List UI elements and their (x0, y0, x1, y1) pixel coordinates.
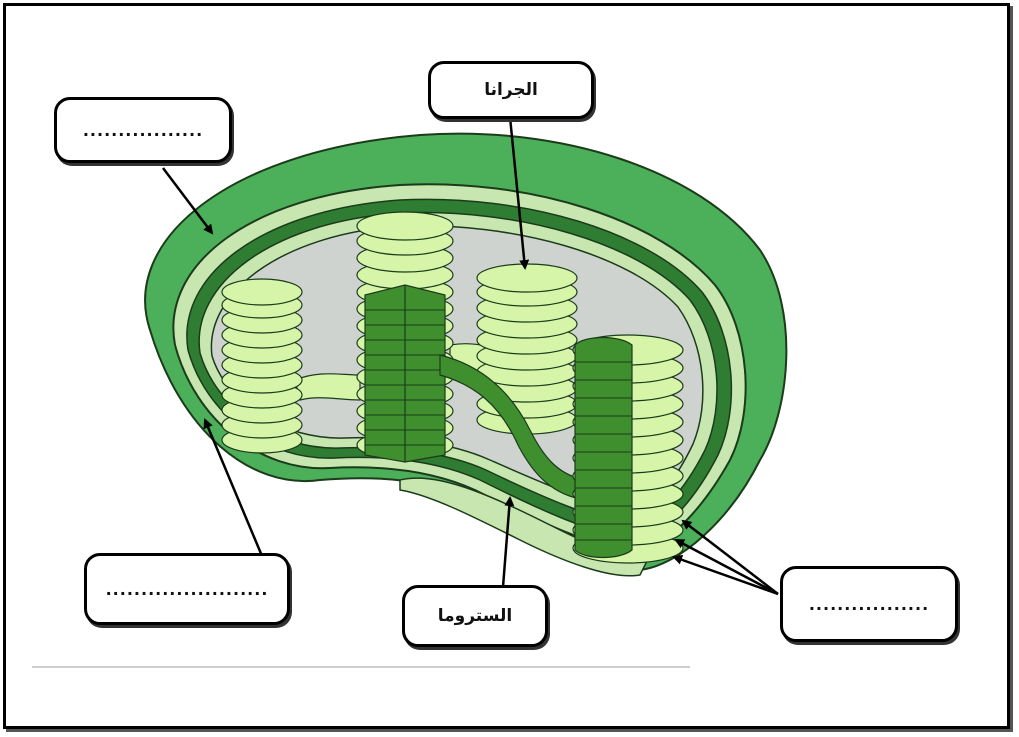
granum-stack-3 (476, 263, 578, 435)
stroma-lamella-1 (294, 373, 361, 401)
arrow-inner-membrane (203, 418, 264, 557)
arrow-thylakoid-1 (681, 519, 779, 595)
arrow-granum (508, 116, 530, 270)
label-stroma-box[interactable]: الستروما (402, 585, 548, 647)
label-granum-text: الجرانا (484, 80, 538, 100)
label-granum-box[interactable]: الجرانا (428, 61, 594, 119)
arrow-thylakoid-3 (672, 554, 779, 596)
label-stroma-text: الستروما (437, 606, 513, 626)
label-inner-membrane-box[interactable]: ....................... (84, 553, 290, 625)
label-inner-membrane-text: ....................... (105, 579, 269, 599)
label-thylakoid-text: ................. (808, 594, 930, 614)
label-outer-membrane-text: ................. (82, 120, 204, 140)
granum-stack-1 (221, 278, 303, 454)
granum-stack-4-cut (574, 336, 633, 559)
granum-stack-2-cut (364, 284, 446, 463)
arrow-thylakoid-2 (674, 538, 779, 596)
arrow-stroma (501, 496, 515, 588)
label-thylakoid-box[interactable]: ................. (780, 566, 958, 642)
arrow-outer-membrane (162, 167, 214, 235)
label-outer-membrane-box[interactable]: ................. (54, 97, 232, 163)
